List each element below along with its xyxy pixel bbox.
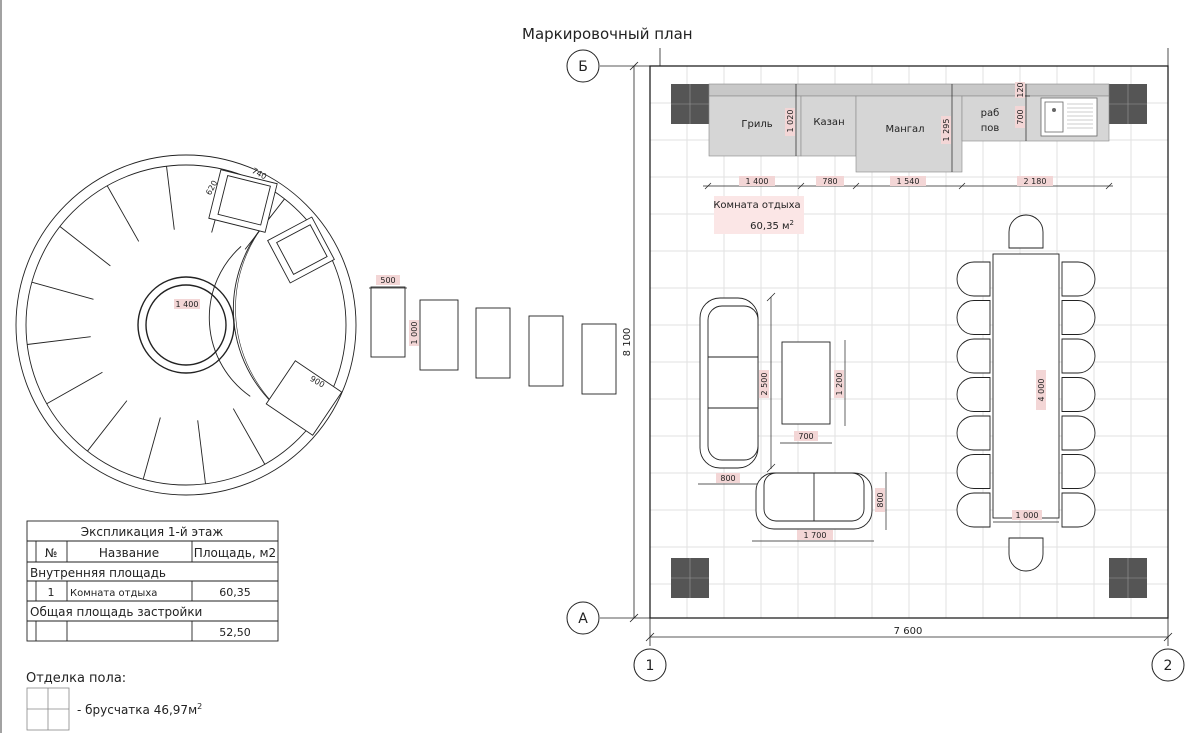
- col-header-name: Название: [99, 546, 159, 560]
- dining-chair: [1061, 454, 1096, 489]
- axis-marker-b: Б: [566, 49, 600, 83]
- dining-chair: [956, 261, 991, 297]
- mangal-label: Мангал: [885, 124, 924, 135]
- dining-chair: [1008, 537, 1044, 572]
- section-total: Общая площадь застройки: [30, 605, 202, 619]
- row1-area: 60,35: [219, 586, 251, 599]
- grill-label: Гриль: [741, 119, 772, 130]
- round-seating-area: [15, 154, 357, 496]
- dining-chairs: [956, 214, 1096, 572]
- round-armchair-1: [208, 169, 278, 233]
- dining-chair: [1061, 300, 1096, 335]
- row1-name: Комната отдыха: [70, 588, 157, 599]
- column-top-left: [671, 84, 709, 124]
- kazan-width-dim: 780: [822, 177, 837, 186]
- coffee-table-len-dim: 1 200: [835, 373, 844, 396]
- mangal-width-dim: 1 540: [897, 177, 920, 186]
- room-name: Комната отдыха: [713, 200, 800, 211]
- dining-table-w-dim: 1 000: [1016, 511, 1039, 520]
- explication-table: [26, 520, 279, 642]
- dining-chair: [1061, 377, 1096, 412]
- kazan-label: Казан: [813, 117, 844, 128]
- col-header-area: Площадь, м2: [194, 546, 276, 560]
- counter-depth-dim: 700: [1016, 109, 1025, 124]
- dining-table-len-dim: 4 000: [1037, 379, 1046, 402]
- overall-width-label: 7 600: [894, 626, 923, 637]
- sofa-short-depth-dim: 800: [876, 492, 885, 507]
- work-surface-label-2: пов: [981, 123, 1000, 134]
- dining-chair: [956, 300, 991, 335]
- total-area: 52,50: [219, 626, 251, 639]
- section-inner: Внутренняя площадь: [30, 566, 166, 580]
- coffee-table-w-dim: 700: [798, 432, 813, 441]
- round-armchair-2: [267, 216, 335, 284]
- plan-outline: [649, 65, 1169, 619]
- work-surface-label-1: раб: [981, 108, 1000, 119]
- svg-text:2 500: 2 500: [760, 373, 769, 396]
- dining-chair: [1061, 415, 1096, 451]
- row1-num: 1: [48, 586, 55, 599]
- dining-table: [992, 253, 1060, 519]
- svg-text:А: А: [578, 611, 588, 627]
- dining-chair: [956, 338, 991, 374]
- sofa-short: [755, 472, 873, 530]
- svg-text:Б: Б: [578, 59, 588, 75]
- sofa-long-dim: [766, 292, 776, 473]
- grill-depth-dim: 1 020: [786, 110, 795, 133]
- kitchen-vertical-dims: [795, 84, 1030, 172]
- sofa-long-depth-dim: 800: [720, 474, 735, 483]
- svg-text:2: 2: [1164, 658, 1173, 674]
- column-top-right: [1109, 84, 1147, 124]
- sink-offset-dim: 120: [1016, 82, 1025, 97]
- bench-row: [370, 286, 617, 395]
- bench-length-dim: 1 000: [410, 322, 419, 345]
- bench-width-dim: 500: [380, 276, 395, 285]
- pit-dim: 1 400: [176, 300, 199, 309]
- axis-marker-1: 1: [633, 648, 667, 682]
- axis-lines: [600, 48, 1169, 646]
- sofa-short-len-dim: 1 700: [804, 531, 827, 540]
- overall-height-dim: [629, 61, 639, 623]
- column-bottom-left: [671, 558, 709, 598]
- round-armchair-3: [265, 360, 343, 436]
- dining-chair: [1061, 338, 1096, 374]
- dining-chair: [1061, 261, 1096, 297]
- rest-width-dim: 2 180: [1024, 177, 1047, 186]
- dining-chair: [956, 377, 991, 412]
- sofa-long: [699, 297, 759, 469]
- dining-chair: [956, 492, 991, 528]
- grill-width-dim: 1 400: [746, 177, 769, 186]
- floor-item: - брусчатка 46,97м2: [77, 702, 202, 717]
- overall-height-label: 8 100: [622, 328, 633, 357]
- col-header-num: №: [45, 546, 57, 560]
- dining-chair: [1061, 492, 1096, 528]
- coffee-table: [781, 341, 831, 425]
- room-area: 60,35 м2: [750, 219, 794, 232]
- floor-title: Отделка пола:: [26, 671, 126, 686]
- axis-marker-2: 2: [1151, 648, 1185, 682]
- column-bottom-right: [1109, 558, 1147, 598]
- overall-width-dim: [645, 632, 1173, 642]
- dining-chair: [956, 454, 991, 489]
- paving-swatch: [26, 687, 70, 731]
- dining-chair: [1008, 214, 1044, 249]
- axis-marker-a: А: [566, 601, 600, 635]
- plan-title: Маркировочный план: [522, 25, 693, 43]
- svg-text:1: 1: [646, 658, 655, 674]
- mangal-depth-dim: 1 295: [942, 119, 951, 142]
- dining-chair: [956, 415, 991, 451]
- explication-title: Экспликация 1-й этаж: [81, 525, 224, 539]
